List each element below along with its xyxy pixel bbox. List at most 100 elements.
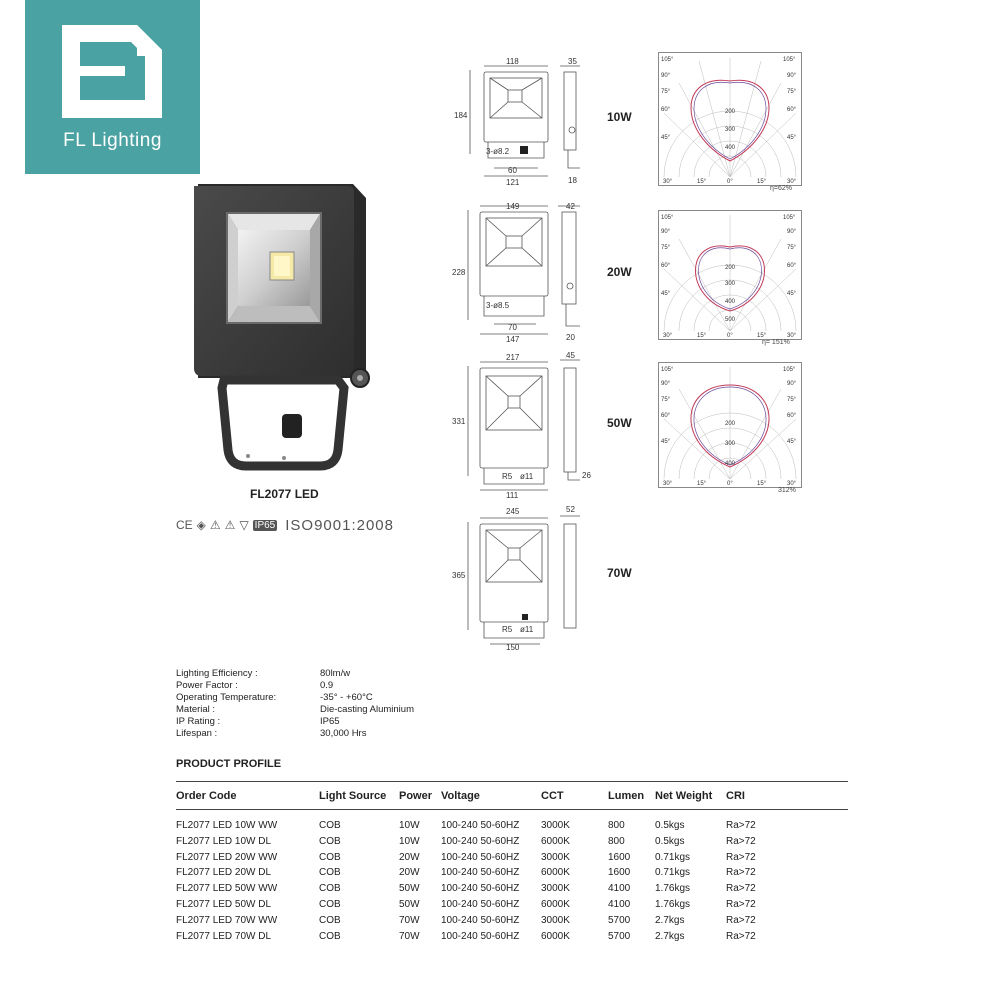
drawing-20w: 149 228 3-ø8.5 70 147 42 20 <box>452 202 580 344</box>
table-header-cell: Lumen <box>608 790 645 802</box>
logo-mark-icon <box>62 25 162 118</box>
table-header-rule <box>176 809 848 810</box>
table-cell: 100-240 50-60HZ <box>441 914 520 926</box>
efficiency-10w: η=62% <box>770 185 792 192</box>
dim-spacing-10w: 60 <box>508 166 517 175</box>
polar-right-60-20w: 60° <box>787 263 797 269</box>
polar-b0-20w: 0° <box>727 333 733 339</box>
drawing-50w: 217 331 R5 ø11 111 45 26 <box>452 352 591 500</box>
polar-top-left-50w: 105° <box>661 367 674 373</box>
polar-b15r-10w: 15° <box>757 179 767 185</box>
polar-left-45-50w: 45° <box>661 439 671 445</box>
spec-label: Power Factor : <box>176 680 238 691</box>
polar-right-45-50w: 45° <box>787 439 797 445</box>
polar-left-45-10w: 45° <box>661 135 671 141</box>
table-cell: 3000K <box>541 820 570 831</box>
table-cell: 3000K <box>541 851 570 863</box>
polar-left-90-50w: 90° <box>661 381 671 387</box>
f-mark-icon: ▽ <box>239 518 249 532</box>
spec-row: IP Rating :IP65 <box>176 716 414 728</box>
table-cell: 20W <box>399 851 420 863</box>
product-name: FL2077 LED <box>250 487 319 501</box>
brand-logo: FL Lighting <box>25 0 200 174</box>
drawing-10w: 118 184 3-ø8.2 60 121 35 18 <box>454 58 580 187</box>
dim-width-70w: 245 <box>506 507 520 516</box>
table-cell: 0.71kgs <box>655 867 691 879</box>
polar-right-75-50w: 75° <box>787 397 797 403</box>
watt-label-20w: 20W <box>607 265 632 279</box>
polar-r200-50w: 200 <box>725 421 736 427</box>
polar-b30r-50w: 30° <box>787 481 797 487</box>
table-cell: FL2077 LED 10W WW <box>176 820 278 831</box>
table-cell: 50W <box>399 899 420 910</box>
polar-right-90-10w: 90° <box>787 73 797 79</box>
table-cell: Ra>72 <box>726 883 756 895</box>
polar-left-90-20w: 90° <box>661 229 671 235</box>
table-cell: 100-240 50-60HZ <box>441 820 520 831</box>
table-cell: 10W <box>399 835 420 847</box>
polar-left-60-20w: 60° <box>661 263 671 269</box>
polar-b30r-10w: 30° <box>787 179 797 185</box>
table-cell: 0.71kgs <box>655 851 691 863</box>
polar-r200-10w: 200 <box>725 109 736 115</box>
table-cell: 100-240 50-60HZ <box>441 899 520 910</box>
table-cell: 50W <box>399 883 420 895</box>
table-cell: 0.5kgs <box>655 820 685 831</box>
polar-right-45-20w: 45° <box>787 291 797 297</box>
polar-r300-10w: 300 <box>725 127 736 133</box>
dim-depth-10w: 35 <box>568 58 577 66</box>
polar-b30l-10w: 30° <box>663 179 673 185</box>
dim-sidebase-50w: 26 <box>582 471 591 480</box>
table-cell: 100-240 50-60HZ <box>441 867 520 879</box>
polar-diagram-50w: 105° 105° 90° 75° 60° 45° 90° 75° 60° 45… <box>658 362 802 488</box>
dim-base-10w: 121 <box>506 178 520 187</box>
spec-value: 30,000 Hrs <box>320 728 367 739</box>
polar-b0-50w: 0° <box>727 481 733 487</box>
table-cell: COB <box>319 851 341 863</box>
table-cell: COB <box>319 867 341 879</box>
table-cell: FL2077 LED 70W WW <box>176 914 278 926</box>
polar-b30l-50w: 30° <box>663 481 673 487</box>
spec-label: Lighting Efficiency : <box>176 668 258 679</box>
polar-right-45-10w: 45° <box>787 135 797 141</box>
table-cell: Ra>72 <box>726 930 756 942</box>
certification-row: CE ◈ ⚠ ⚠ ▽ IP65 ISO9001:2008 <box>176 516 394 534</box>
table-cell: 6000K <box>541 835 570 847</box>
table-cell: FL2077 LED 50W DL <box>176 899 272 910</box>
brand-name: FL Lighting <box>63 130 162 151</box>
watt-label-10w: 10W <box>607 110 632 124</box>
table-header-cell: Power <box>399 790 433 802</box>
dim-width-10w: 118 <box>506 58 519 66</box>
table-cell: Ra>72 <box>726 899 756 910</box>
table-cell: 100-240 50-60HZ <box>441 851 520 863</box>
dim-slot-a-70w: R5 <box>502 625 513 634</box>
dim-depth-50w: 45 <box>566 352 575 360</box>
table-header-cell: Order Code <box>176 790 237 802</box>
table-cell: COB <box>319 899 341 910</box>
polar-left-75-10w: 75° <box>661 89 671 95</box>
spec-label: Material : <box>176 704 216 715</box>
dim-height-50w: 331 <box>452 417 466 426</box>
table-header-cell: CRI <box>726 790 745 802</box>
efficiency-20w: η= 151% <box>762 339 790 346</box>
table-cell: FL2077 LED 10W DL <box>176 835 272 847</box>
polar-r400-20w: 400 <box>725 299 736 305</box>
iso-certification: ISO9001:2008 <box>285 516 394 534</box>
dim-height-10w: 184 <box>454 111 468 120</box>
polar-b30r-20w: 30° <box>787 333 797 339</box>
polar-diagram-10w: 105° 105° 90° 75° 60° 45° 90° 75° 60° 45… <box>658 52 802 186</box>
table-cell: 100-240 50-60HZ <box>441 835 520 847</box>
dim-width-50w: 217 <box>506 353 520 362</box>
watt-label-50w: 50W <box>607 416 632 430</box>
table-cell: 5700 <box>608 914 631 926</box>
table-cell: 1.76kgs <box>655 899 691 910</box>
table-cell: COB <box>319 930 341 942</box>
table-cell: 10W <box>399 820 420 831</box>
table-cell: 100-240 50-60HZ <box>441 883 520 895</box>
polar-r400-10w: 400 <box>725 145 736 151</box>
spec-value: 0.9 <box>320 680 334 691</box>
table-cell: 70W <box>399 914 420 926</box>
table-cell: 800 <box>608 835 625 847</box>
dim-spacing-70w: 150 <box>506 643 520 650</box>
table-cell: 5700 <box>608 930 631 942</box>
